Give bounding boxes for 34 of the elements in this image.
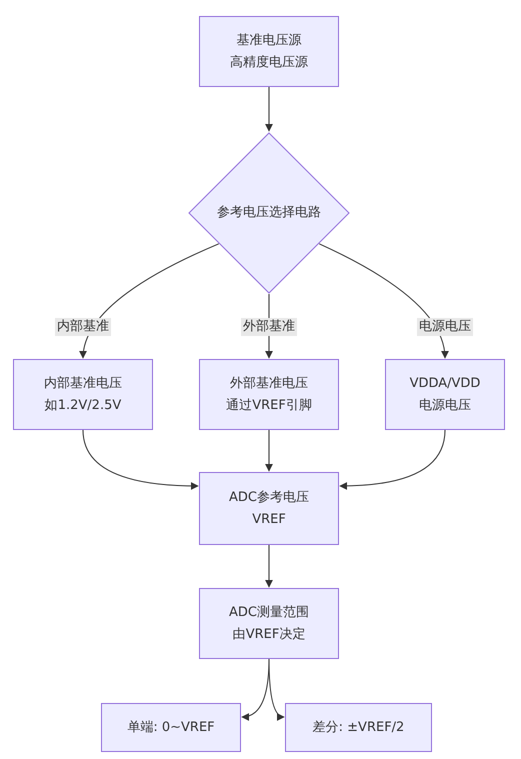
arrow xyxy=(265,544,273,588)
node-text: 参考电压选择电路 xyxy=(217,204,321,222)
arrow xyxy=(339,430,446,490)
node-text: 通过VREF引脚 xyxy=(226,396,312,414)
node-text: 如1.2V/2.5V xyxy=(44,396,122,414)
process-box xyxy=(199,16,339,87)
node-text: VREF xyxy=(252,510,286,528)
process-box xyxy=(385,359,505,430)
process-box xyxy=(199,472,339,545)
process-box xyxy=(13,359,153,430)
edge-label: 内部基准 xyxy=(55,318,111,336)
node-text: ADC测量范围 xyxy=(229,604,309,622)
arrow xyxy=(265,430,273,472)
edge-label: 电源电压 xyxy=(417,318,473,336)
node-text: 电源电压 xyxy=(419,396,471,414)
node-text: 单端: 0~VREF xyxy=(127,718,215,736)
arrow xyxy=(268,658,285,720)
node-text: 由VREF决定 xyxy=(232,626,306,644)
arrow xyxy=(82,430,199,490)
node-text: 差分: ±VREF/2 xyxy=(312,718,404,736)
process-box xyxy=(285,703,432,752)
arrow xyxy=(265,86,273,132)
process-box xyxy=(101,703,241,752)
process-box xyxy=(199,588,339,659)
process-box xyxy=(199,359,339,430)
edge-label: 外部基准 xyxy=(241,318,297,336)
node-text: 高精度电压源 xyxy=(230,54,308,72)
node-text: 内部基准电压 xyxy=(44,374,122,392)
node-text: VDDA/VDD xyxy=(410,374,480,392)
arrow xyxy=(318,243,448,359)
arrow xyxy=(80,243,220,359)
node-text: 外部基准电压 xyxy=(230,374,308,392)
node-text: ADC参考电压 xyxy=(229,488,309,506)
node-text: 基准电压源 xyxy=(236,32,302,50)
